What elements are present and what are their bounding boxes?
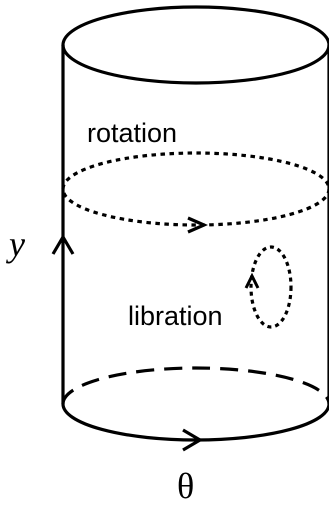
cylinder-top-ellipse bbox=[61, 5, 329, 85]
theta-axis-label: θ bbox=[177, 466, 194, 506]
rotation-orbit bbox=[61, 151, 329, 227]
cylinder-bottom-front-arc bbox=[61, 403, 329, 442]
rotation-arrowhead bbox=[187, 216, 208, 234]
y-axis-label: y bbox=[6, 224, 25, 264]
libration-arrowhead bbox=[244, 272, 260, 289]
cylinder bbox=[61, 5, 329, 442]
rotation-label: rotation bbox=[87, 118, 177, 148]
libration-label: libration bbox=[128, 301, 223, 331]
cylinder-bottom-back-arc bbox=[61, 366, 329, 405]
libration-orbit bbox=[249, 245, 293, 329]
theta-axis-arrowhead bbox=[182, 428, 204, 452]
y-axis-arrowhead bbox=[51, 233, 75, 255]
